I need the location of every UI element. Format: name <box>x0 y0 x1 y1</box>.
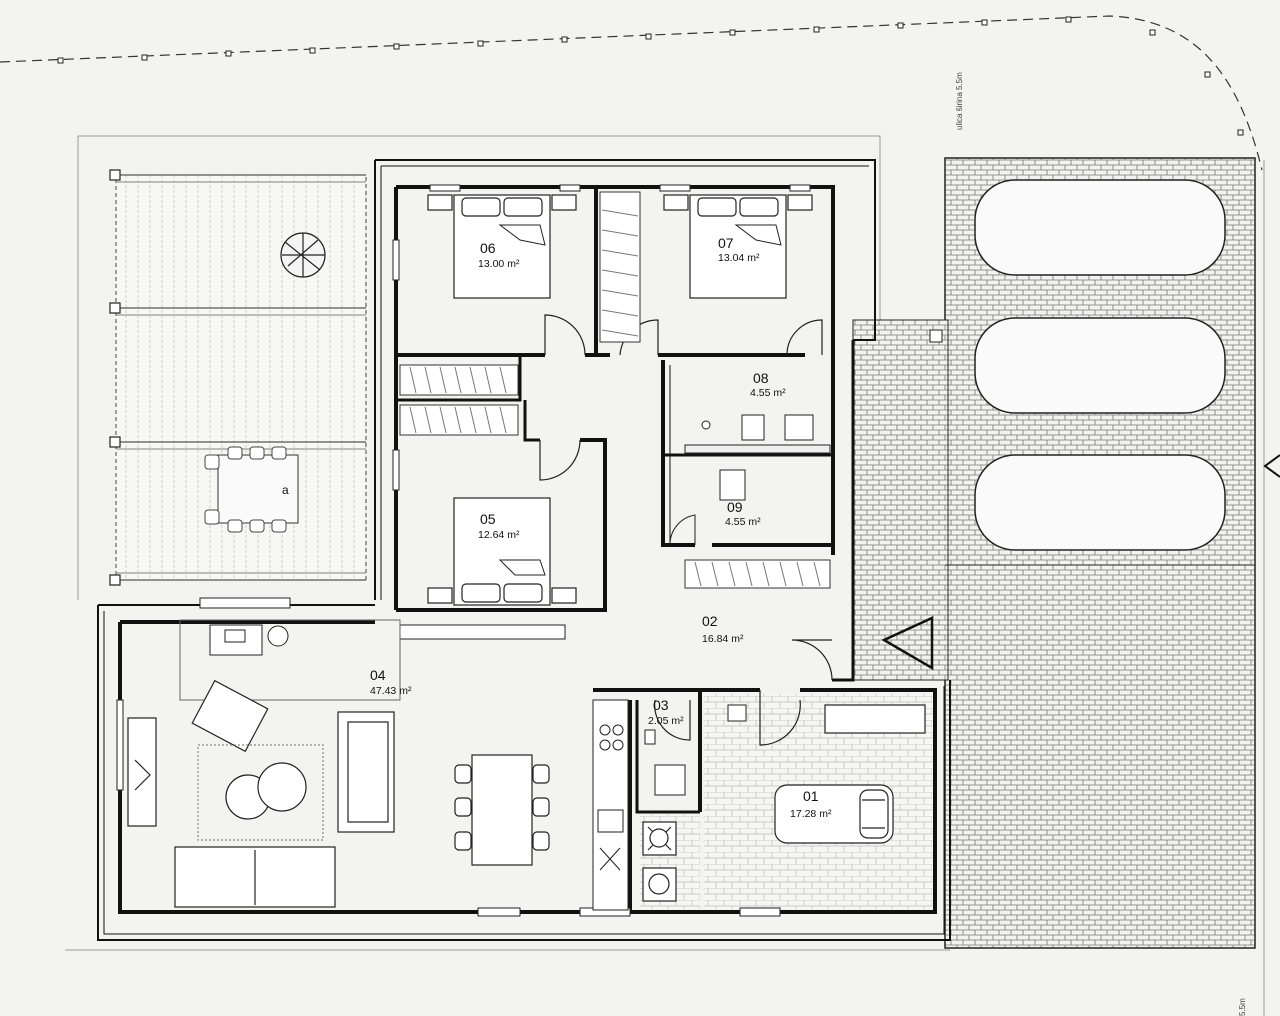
property-boundary <box>0 15 1263 171</box>
terrace-label: a <box>282 483 289 497</box>
street-label-bottom: 5.5m <box>1238 998 1247 1016</box>
room-id-03: 03 <box>653 697 669 713</box>
pergola-terrace: a <box>109 169 367 586</box>
room-area-06: 13.00 m² <box>478 258 520 270</box>
bathroom-fixtures <box>644 414 831 796</box>
windows <box>116 184 811 917</box>
room-area-03: 2.05 m² <box>648 715 684 727</box>
room-area-04: 47.43 m² <box>370 685 412 697</box>
wardrobes <box>399 191 831 589</box>
room-area-09: 4.55 m² <box>725 516 761 528</box>
room-id-01: 01 <box>803 788 819 804</box>
room-area-02: 16.84 m² <box>702 633 744 645</box>
street-label-top: ulica širina 5.5m <box>955 72 964 130</box>
room-area-01: 17.28 m² <box>790 808 832 820</box>
kitchen-counter <box>209 624 629 911</box>
room-area-05: 12.64 m² <box>478 529 520 541</box>
house-walls <box>97 159 951 941</box>
room-id-06: 06 <box>480 240 496 256</box>
parking-area <box>852 157 1256 949</box>
room-id-05: 05 <box>480 511 496 527</box>
room-id-07: 07 <box>718 235 734 251</box>
room-area-07: 13.04 m² <box>718 252 760 264</box>
room-id-04: 04 <box>370 667 386 683</box>
room-id-08: 08 <box>753 370 769 386</box>
beds <box>427 194 813 606</box>
car-icon <box>774 784 894 844</box>
garden-globe-icon <box>280 232 326 278</box>
room-id-09: 09 <box>727 499 743 515</box>
room-labels: 06 13.00 m² 07 13.04 m² 08 4.55 m² 09 4.… <box>370 235 832 820</box>
room-area-08: 4.55 m² <box>750 387 786 399</box>
entry-arrow-icon <box>881 616 934 671</box>
north-arrow-icon <box>1263 454 1280 478</box>
living-furniture <box>127 619 550 908</box>
room-id-02: 02 <box>702 613 718 629</box>
laundry-appliances <box>642 704 926 902</box>
